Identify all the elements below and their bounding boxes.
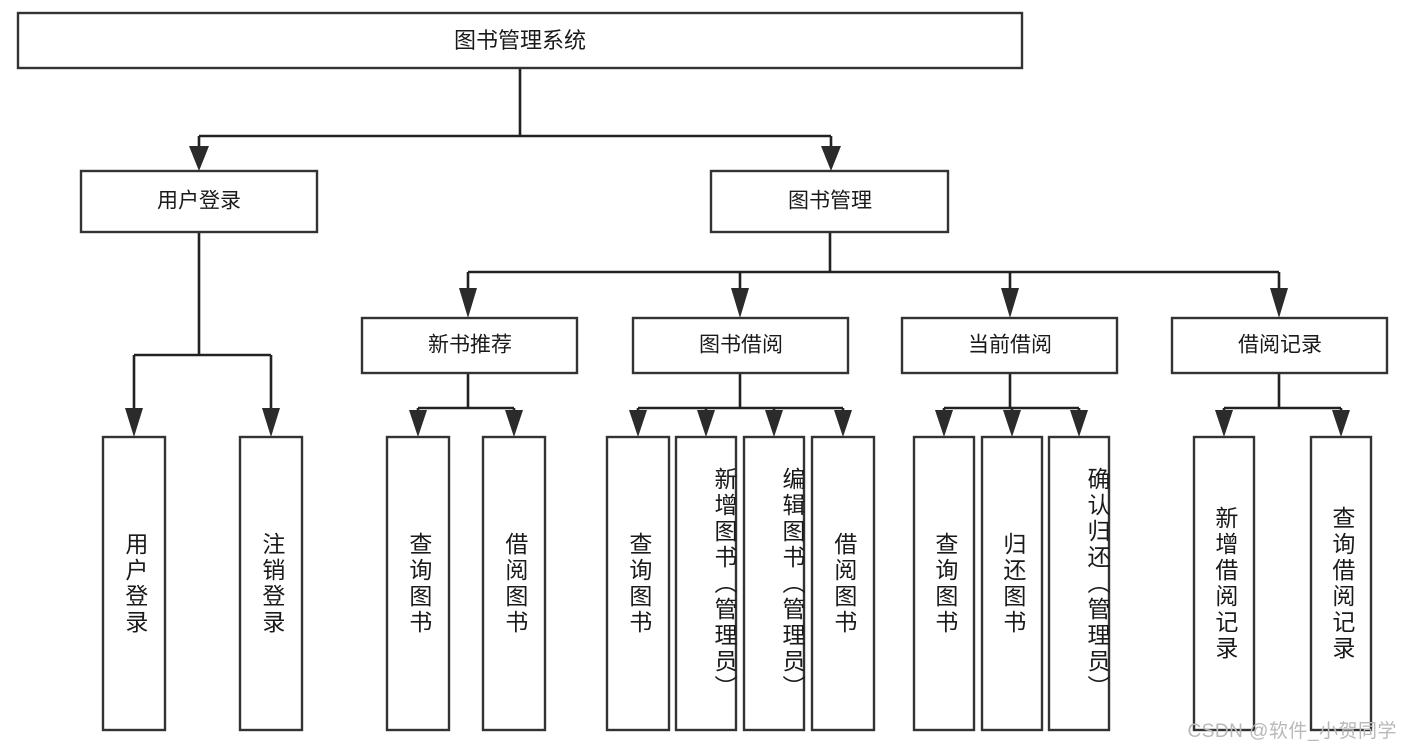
leaf-box-leaf-borrow-book[interactable] <box>810 435 876 732</box>
arrow-icon-to-leaf-user-login <box>125 408 143 437</box>
node-user-login-label: 用户登录 <box>157 190 241 213</box>
leaf-box-leaf-user-login[interactable] <box>101 435 167 732</box>
arrow-icon-to-leaf-cur-query-book <box>935 410 953 437</box>
arrow-icon-to-leaf-user-logout <box>262 408 280 437</box>
node-root-box[interactable] <box>16 11 1024 70</box>
leaf-box-leaf-rec-borrow-book[interactable] <box>481 435 547 732</box>
arrow-icon-to-book-borrow <box>731 288 749 318</box>
arrow-icon-to-leaf-confirm-return-admin <box>1070 410 1088 437</box>
node-root[interactable]: 图书管理系统 <box>16 11 1024 70</box>
node-root-label: 图书管理系统 <box>454 28 586 53</box>
csdn-watermark: CSDN @软件_小贺同学 <box>1187 721 1397 742</box>
leaf-box-leaf-rec-query-book[interactable] <box>385 435 451 732</box>
node-new-book-rec-label: 新书推荐 <box>428 334 512 357</box>
leaf-box-leaf-query-borrow-record[interactable] <box>1309 435 1373 732</box>
node-book-manage-box[interactable] <box>709 169 950 234</box>
node-book-borrow-label: 图书借阅 <box>699 334 783 357</box>
leaf-box-leaf-return-book[interactable] <box>980 435 1044 732</box>
connector-group-book-borrow <box>629 373 852 437</box>
arrow-icon-to-book-manage <box>821 146 841 171</box>
node-borrow-record-box[interactable] <box>1170 316 1389 375</box>
node-current-borrow-label: 当前借阅 <box>968 334 1052 357</box>
arrow-icon-to-leaf-borrow-book <box>834 410 852 437</box>
arrow-icon-to-borrow-record <box>1270 288 1288 318</box>
arrow-icon-to-leaf-rec-query-book <box>409 410 427 437</box>
leaf-box-leaf-user-logout[interactable] <box>238 435 304 732</box>
leaf-box-leaf-add-book-admin[interactable] <box>674 435 738 732</box>
connector-group-user-login <box>125 232 280 437</box>
node-user-login-box[interactable] <box>79 169 319 234</box>
leaf-boxes-group <box>101 435 1373 732</box>
leaf-box-leaf-cur-query-book[interactable] <box>912 435 976 732</box>
node-new-book-rec[interactable]: 新书推荐 <box>360 316 579 375</box>
arrow-icon-to-leaf-return-book <box>1003 410 1021 437</box>
node-book-borrow-box[interactable] <box>631 316 850 375</box>
node-current-borrow[interactable]: 当前借阅 <box>900 316 1119 375</box>
arrow-icon-to-user-login <box>189 146 209 171</box>
node-book-borrow[interactable]: 图书借阅 <box>631 316 850 375</box>
arrow-icon-to-leaf-add-book-admin <box>697 410 715 437</box>
arrow-icon-to-leaf-borrow-query-book <box>629 410 647 437</box>
leaf-box-leaf-borrow-query-book[interactable] <box>605 435 671 732</box>
node-book-manage-label: 图书管理 <box>788 190 872 213</box>
connector-group-current-borrow <box>935 373 1088 437</box>
leaf-box-leaf-confirm-return-admin[interactable] <box>1047 435 1111 732</box>
connector-group-new-book-rec <box>409 373 523 437</box>
arrow-icon-to-leaf-rec-borrow-book <box>505 410 523 437</box>
node-book-manage[interactable]: 图书管理 <box>709 169 950 234</box>
node-user-login[interactable]: 用户登录 <box>79 169 319 234</box>
node-borrow-record-label: 借阅记录 <box>1238 334 1322 357</box>
connector-group-borrow-record <box>1215 373 1350 437</box>
arrow-icon-to-leaf-add-borrow-record <box>1215 410 1233 437</box>
connector-group-root <box>189 68 841 171</box>
arrow-icon-to-leaf-edit-book-admin <box>765 410 783 437</box>
leaf-box-leaf-add-borrow-record[interactable] <box>1192 435 1256 732</box>
arrow-icon-to-current-borrow <box>1001 288 1019 318</box>
arrow-icon-to-new-book-rec <box>459 288 477 318</box>
node-current-borrow-box[interactable] <box>900 316 1119 375</box>
node-borrow-record[interactable]: 借阅记录 <box>1170 316 1389 375</box>
arrow-icon-to-leaf-query-borrow-record <box>1332 410 1350 437</box>
leaf-box-leaf-edit-book-admin[interactable] <box>742 435 806 732</box>
node-new-book-rec-box[interactable] <box>360 316 579 375</box>
connector-group-book-manage <box>459 232 1288 318</box>
